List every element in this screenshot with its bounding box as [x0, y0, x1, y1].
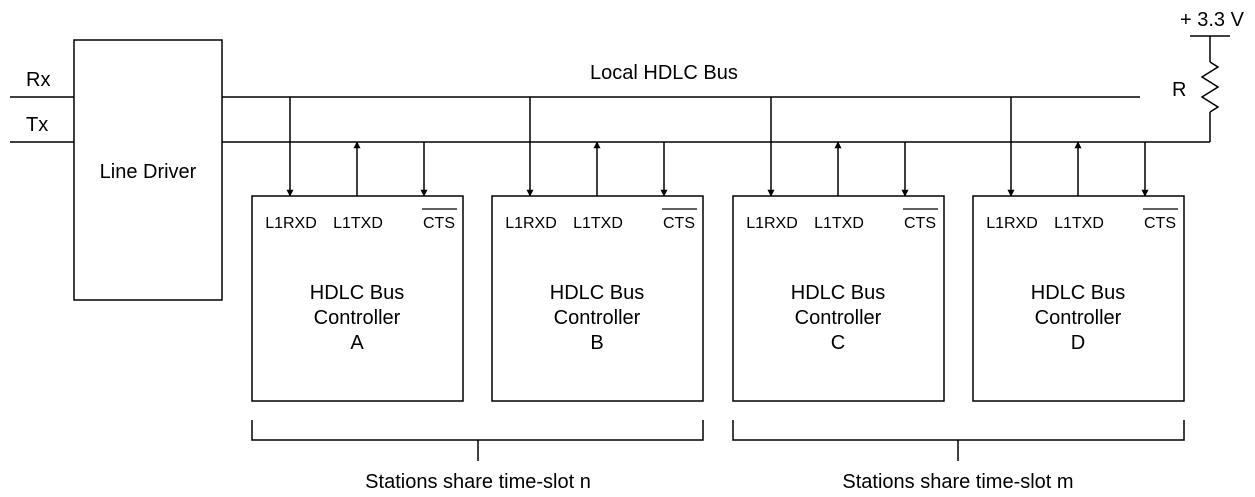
pin-l1txd-label: L1TXD [814, 215, 864, 232]
pin-cts-label: CTS [904, 215, 936, 232]
group-label-n: Stations share time-slot n [365, 471, 591, 493]
pin-cts-label: CTS [663, 215, 695, 232]
pin-cts-label: CTS [423, 215, 455, 232]
supply-voltage-label: + 3.3 V [1180, 9, 1245, 31]
controller-name-line: HDLC Bus [791, 282, 885, 304]
pin-l1rxd-label: L1RXD [505, 215, 557, 232]
group-label-m: Stations share time-slot m [842, 471, 1073, 493]
pin-l1txd-label: L1TXD [1054, 215, 1104, 232]
controller-box [732, 195, 945, 402]
controller-box [251, 195, 464, 402]
line-driver-label: Line Driver [100, 161, 197, 183]
pin-cts-label: CTS [1144, 215, 1176, 232]
controller-name-line: Controller [554, 307, 641, 329]
pin-l1rxd-label: L1RXD [746, 215, 798, 232]
rx-label: Rx [26, 69, 50, 91]
controller-a: L1RXD L1TXD CTS HDLC Bus Controller A [251, 97, 464, 402]
controller-name-line: HDLC Bus [550, 282, 644, 304]
tx-label: Tx [26, 114, 48, 136]
controller-b: L1RXD L1TXD CTS HDLC Bus Controller B [491, 97, 704, 402]
group-bracket-m [732, 420, 1185, 441]
pin-l1txd-label: L1TXD [333, 215, 383, 232]
controller-box [972, 195, 1185, 402]
pullup-resistor [1200, 61, 1220, 113]
controller-d: L1RXD L1TXD CTS HDLC Bus Controller D [972, 97, 1185, 402]
controller-name-line: B [590, 332, 603, 354]
line-driver-box [73, 39, 223, 301]
controller-name-line: Controller [314, 307, 401, 329]
bus-label: Local HDLC Bus [590, 62, 738, 84]
controller-name-line: Controller [795, 307, 882, 329]
controller-c: L1RXD L1TXD CTS HDLC Bus Controller C [732, 97, 945, 402]
controller-name-line: HDLC Bus [310, 282, 404, 304]
resistor-label: R [1172, 79, 1186, 101]
controller-name-line: C [831, 332, 845, 354]
pin-l1txd-label: L1TXD [573, 215, 623, 232]
controller-name-line: D [1071, 332, 1085, 354]
controller-name-line: HDLC Bus [1031, 282, 1125, 304]
controller-box [491, 195, 704, 402]
group-bracket-n [251, 420, 704, 441]
controller-name-line: Controller [1035, 307, 1122, 329]
pin-l1rxd-label: L1RXD [986, 215, 1038, 232]
controller-name-line: A [350, 332, 364, 354]
pin-l1rxd-label: L1RXD [265, 215, 317, 232]
